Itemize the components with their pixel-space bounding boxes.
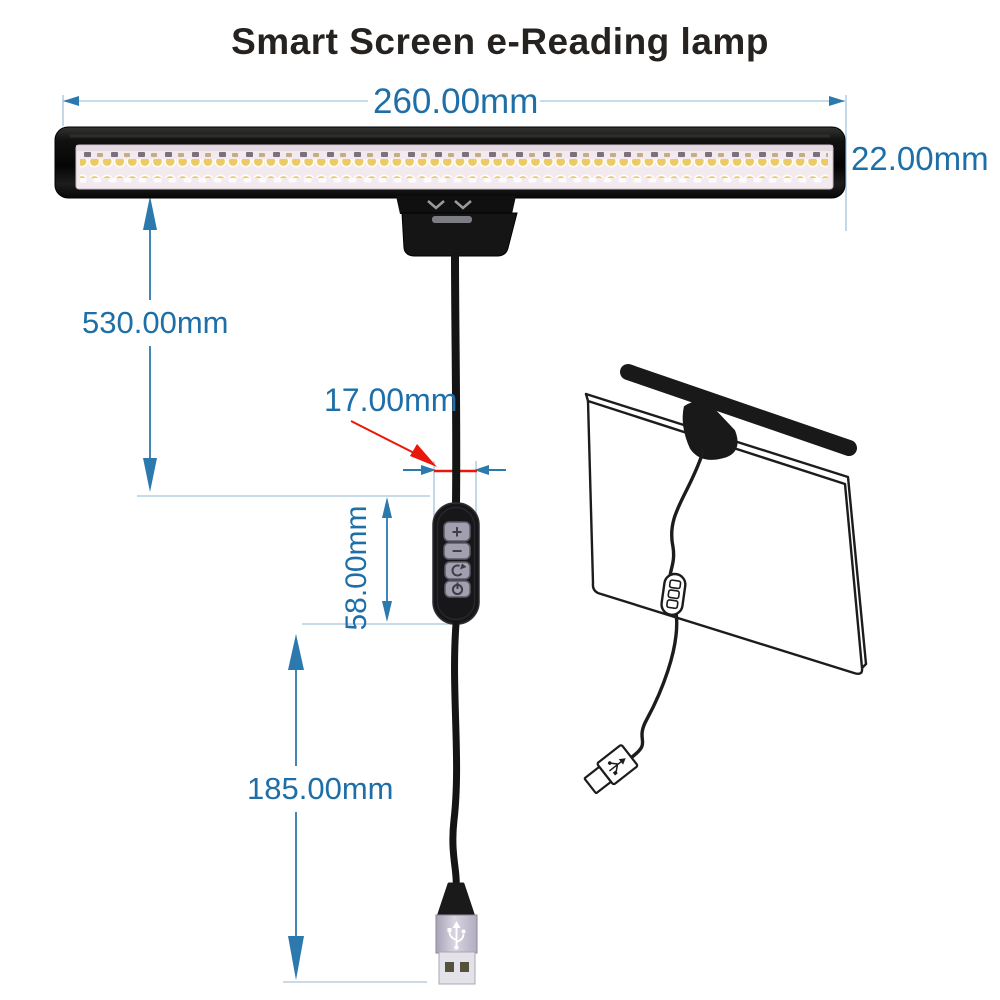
clip-notch-icon [427,200,445,210]
bar-width-label: 260.00mm [373,82,539,121]
red-pointer-arrow-icon [410,444,437,467]
lower-cable-length-label: 185.00mm [247,771,394,806]
mounting-clip [396,196,518,257]
usb-cable-lower [449,620,461,892]
page-title: Smart Screen e-Reading lamp [231,21,769,62]
sketch-clip [682,401,738,460]
upper-cable-length-label: 530.00mm [82,305,229,340]
sketch-lamp-bar [620,364,857,456]
color-mode-cycle-icon [451,564,464,577]
dimension-17 [350,420,506,475]
brightness-down-button: − [443,541,471,561]
controller-length-label: 58.00mm [340,505,373,631]
arrow-left-icon [63,96,79,106]
color-mode-button [444,561,471,580]
arrow-right-icon [829,96,845,106]
dimension-58 [382,497,392,622]
arrow-down-icon [382,601,392,622]
usb-trident-icon [447,921,466,950]
lamp-bar [54,126,846,199]
arrow-left-icon [474,465,489,475]
cable-width-label: 17.00mm [324,382,458,418]
screen-edge-thickness [584,392,868,666]
brightness-down-icon: − [452,541,463,561]
dimension-185 [288,634,304,980]
arrow-up-icon [288,634,304,670]
usb-trident-icon [607,758,626,776]
sketch-controller [660,572,687,617]
dimension-260 [63,96,845,106]
arrow-down-icon [288,936,304,980]
brightness-up-button: + [443,521,471,542]
strain-relief [436,882,476,919]
arrow-up-icon [382,497,392,518]
arrow-right-icon [421,465,436,475]
extension-lines [62,95,847,983]
bar-height-label: 22.00mm [851,140,989,177]
usb-metal-plug [438,951,476,985]
arrow-down-icon [143,458,157,492]
dimension-530 [143,196,157,492]
usb-cable-upper [451,250,461,508]
inline-controller: + − [432,502,480,625]
screen-panel [586,399,864,676]
brightness-up-icon: + [452,522,463,542]
usb-connector [435,882,478,985]
sketch-usb-plug [583,744,639,795]
clip-notch-icon [454,200,472,210]
power-button [444,580,471,598]
arrow-up-icon [143,196,157,230]
monitor-sketch [583,364,868,795]
led-strip [75,144,834,190]
